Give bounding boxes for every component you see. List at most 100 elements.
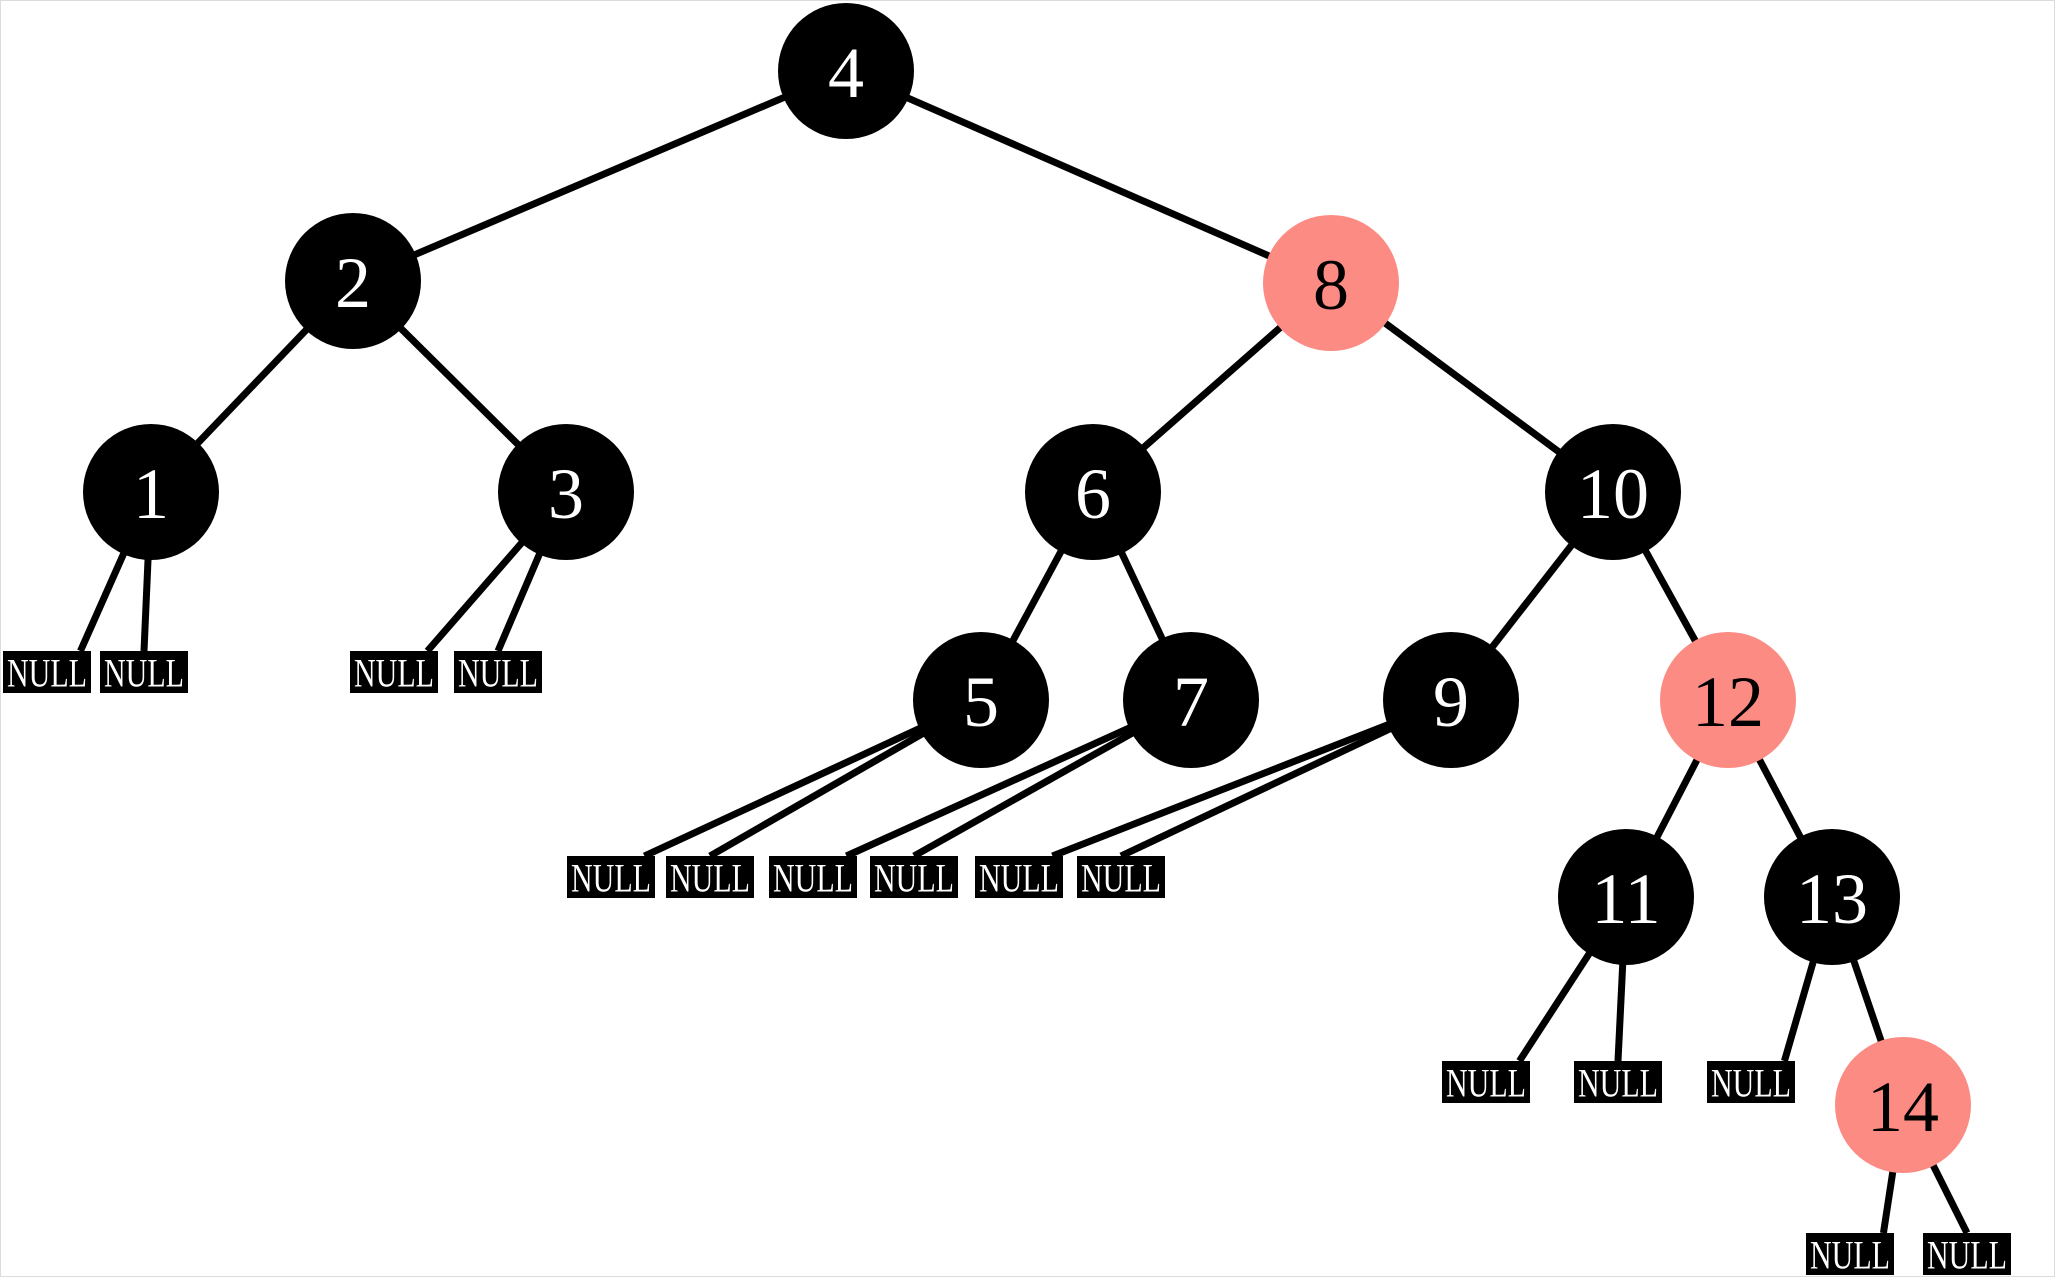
black-node-circle[interactable] bbox=[498, 424, 634, 560]
null-leaf: NULL bbox=[454, 651, 542, 696]
tree-node-3[interactable]: 3 bbox=[498, 424, 634, 560]
tree-node-label: 13 bbox=[1796, 859, 1868, 939]
tree-edge bbox=[1378, 317, 1566, 458]
tree-edge bbox=[191, 323, 313, 450]
black-node-circle[interactable] bbox=[778, 3, 914, 139]
null-leaf: NULL bbox=[666, 856, 754, 901]
tree-node-14[interactable]: 14 bbox=[1835, 1037, 1971, 1173]
tree-edge bbox=[1848, 954, 1887, 1048]
black-node-circle[interactable] bbox=[1558, 829, 1694, 965]
tree-edge bbox=[1116, 546, 1168, 646]
null-leaf: NULL bbox=[3, 651, 91, 696]
tree-edge bbox=[408, 92, 791, 260]
tree-node-12[interactable]: 12 bbox=[1660, 632, 1796, 768]
tree-node-label: 7 bbox=[1173, 662, 1209, 742]
null-leaf-box bbox=[1574, 1061, 1662, 1103]
tree-node-5[interactable]: 5 bbox=[913, 632, 1049, 768]
tree-node-label: 3 bbox=[548, 454, 584, 534]
black-node-circle[interactable] bbox=[285, 213, 421, 349]
null-leaf-box bbox=[350, 651, 438, 693]
null-leaf-label: NULL bbox=[104, 651, 184, 696]
null-leaf-label: NULL bbox=[571, 856, 651, 901]
null-leaves-layer: NULL NULL NULL NULL NULL NULL NULL NULL NULL NULL… bbox=[3, 651, 2011, 1277]
black-node-circle[interactable] bbox=[1545, 424, 1681, 560]
tree-node-10[interactable]: 10 bbox=[1545, 424, 1681, 560]
tree-edge bbox=[912, 727, 1139, 860]
tree-edge bbox=[494, 547, 545, 653]
null-leaf-label: NULL bbox=[1711, 1061, 1791, 1106]
edges-layer bbox=[77, 92, 1971, 1235]
null-leaf: NULL bbox=[769, 856, 857, 901]
red-node-circle[interactable] bbox=[1835, 1037, 1971, 1173]
tree-edge bbox=[394, 322, 525, 451]
null-leaf-label: NULL bbox=[1081, 856, 1161, 901]
null-leaf-label: NULL bbox=[874, 856, 954, 901]
null-leaf-box bbox=[567, 856, 655, 898]
null-leaf: NULL bbox=[1923, 1233, 2011, 1277]
black-node-circle[interactable] bbox=[1025, 424, 1161, 560]
null-leaf-label: NULL bbox=[773, 856, 853, 901]
null-leaf-label: NULL bbox=[979, 856, 1059, 901]
tree-node-label: 14 bbox=[1867, 1067, 1939, 1147]
tree-edge bbox=[1007, 544, 1067, 648]
tree-edge bbox=[1119, 723, 1397, 860]
tree-edge bbox=[1651, 753, 1703, 844]
tree-node-label: 5 bbox=[963, 662, 999, 742]
tree-node-1[interactable]: 1 bbox=[83, 424, 219, 560]
tree-node-label: 1 bbox=[133, 454, 169, 534]
tree-node-label: 10 bbox=[1577, 454, 1649, 534]
tree-edge bbox=[424, 536, 528, 654]
tree-edge bbox=[1753, 753, 1807, 844]
null-leaf-box bbox=[1707, 1061, 1795, 1103]
null-leaf-box bbox=[3, 651, 91, 693]
red-node-circle[interactable] bbox=[1660, 632, 1796, 768]
tree-node-11[interactable]: 11 bbox=[1558, 829, 1694, 965]
null-leaf-label: NULL bbox=[1810, 1233, 1890, 1277]
null-leaf: NULL bbox=[567, 856, 655, 901]
black-node-circle[interactable] bbox=[1123, 632, 1259, 768]
tree-edge bbox=[1927, 1158, 1971, 1235]
null-leaf-label: NULL bbox=[1927, 1233, 2007, 1277]
null-leaf-label: NULL bbox=[1446, 1061, 1526, 1106]
black-node-circle[interactable] bbox=[1383, 632, 1519, 768]
tree-node-label: 12 bbox=[1692, 662, 1764, 742]
tree-node-label: 6 bbox=[1075, 454, 1111, 534]
null-leaf-box bbox=[454, 651, 542, 693]
tree-node-label: 11 bbox=[1591, 859, 1660, 939]
tree-edge bbox=[1516, 947, 1596, 1063]
null-leaf-box bbox=[769, 856, 857, 898]
tree-node-8[interactable]: 8 bbox=[1263, 215, 1399, 351]
null-leaf-label: NULL bbox=[670, 856, 750, 901]
black-node-circle[interactable] bbox=[1764, 829, 1900, 965]
null-leaf: NULL bbox=[350, 651, 438, 696]
red-node-circle[interactable] bbox=[1263, 215, 1399, 351]
tree-edge bbox=[1614, 958, 1627, 1062]
null-leaf: NULL bbox=[1806, 1233, 1894, 1277]
tree-edge bbox=[1051, 719, 1395, 860]
null-leaf-box bbox=[1923, 1233, 2011, 1275]
tree-node-9[interactable]: 9 bbox=[1383, 632, 1519, 768]
tree-node-13[interactable]: 13 bbox=[1764, 829, 1900, 965]
tree-edge bbox=[901, 92, 1276, 262]
tree-node-7[interactable]: 7 bbox=[1123, 632, 1259, 768]
null-leaf-box bbox=[100, 651, 188, 693]
null-leaf-box bbox=[975, 856, 1063, 898]
black-node-circle[interactable] bbox=[913, 632, 1049, 768]
tree-node-4[interactable]: 4 bbox=[778, 3, 914, 139]
tree-edge bbox=[708, 727, 930, 860]
null-leaf: NULL bbox=[1574, 1061, 1662, 1106]
tree-node-6[interactable]: 6 bbox=[1025, 424, 1161, 560]
tree-node-2[interactable]: 2 bbox=[285, 213, 421, 349]
tree-edge bbox=[1137, 321, 1287, 454]
tree-node-label: 8 bbox=[1313, 245, 1349, 325]
tree-node-label: 2 bbox=[335, 243, 371, 323]
null-leaf: NULL bbox=[1077, 856, 1165, 901]
tree-node-label: 4 bbox=[828, 33, 864, 113]
null-leaf-box bbox=[1806, 1233, 1894, 1275]
tree-edge bbox=[642, 722, 927, 860]
tree-edge bbox=[1639, 544, 1702, 648]
black-node-circle[interactable] bbox=[83, 424, 219, 560]
